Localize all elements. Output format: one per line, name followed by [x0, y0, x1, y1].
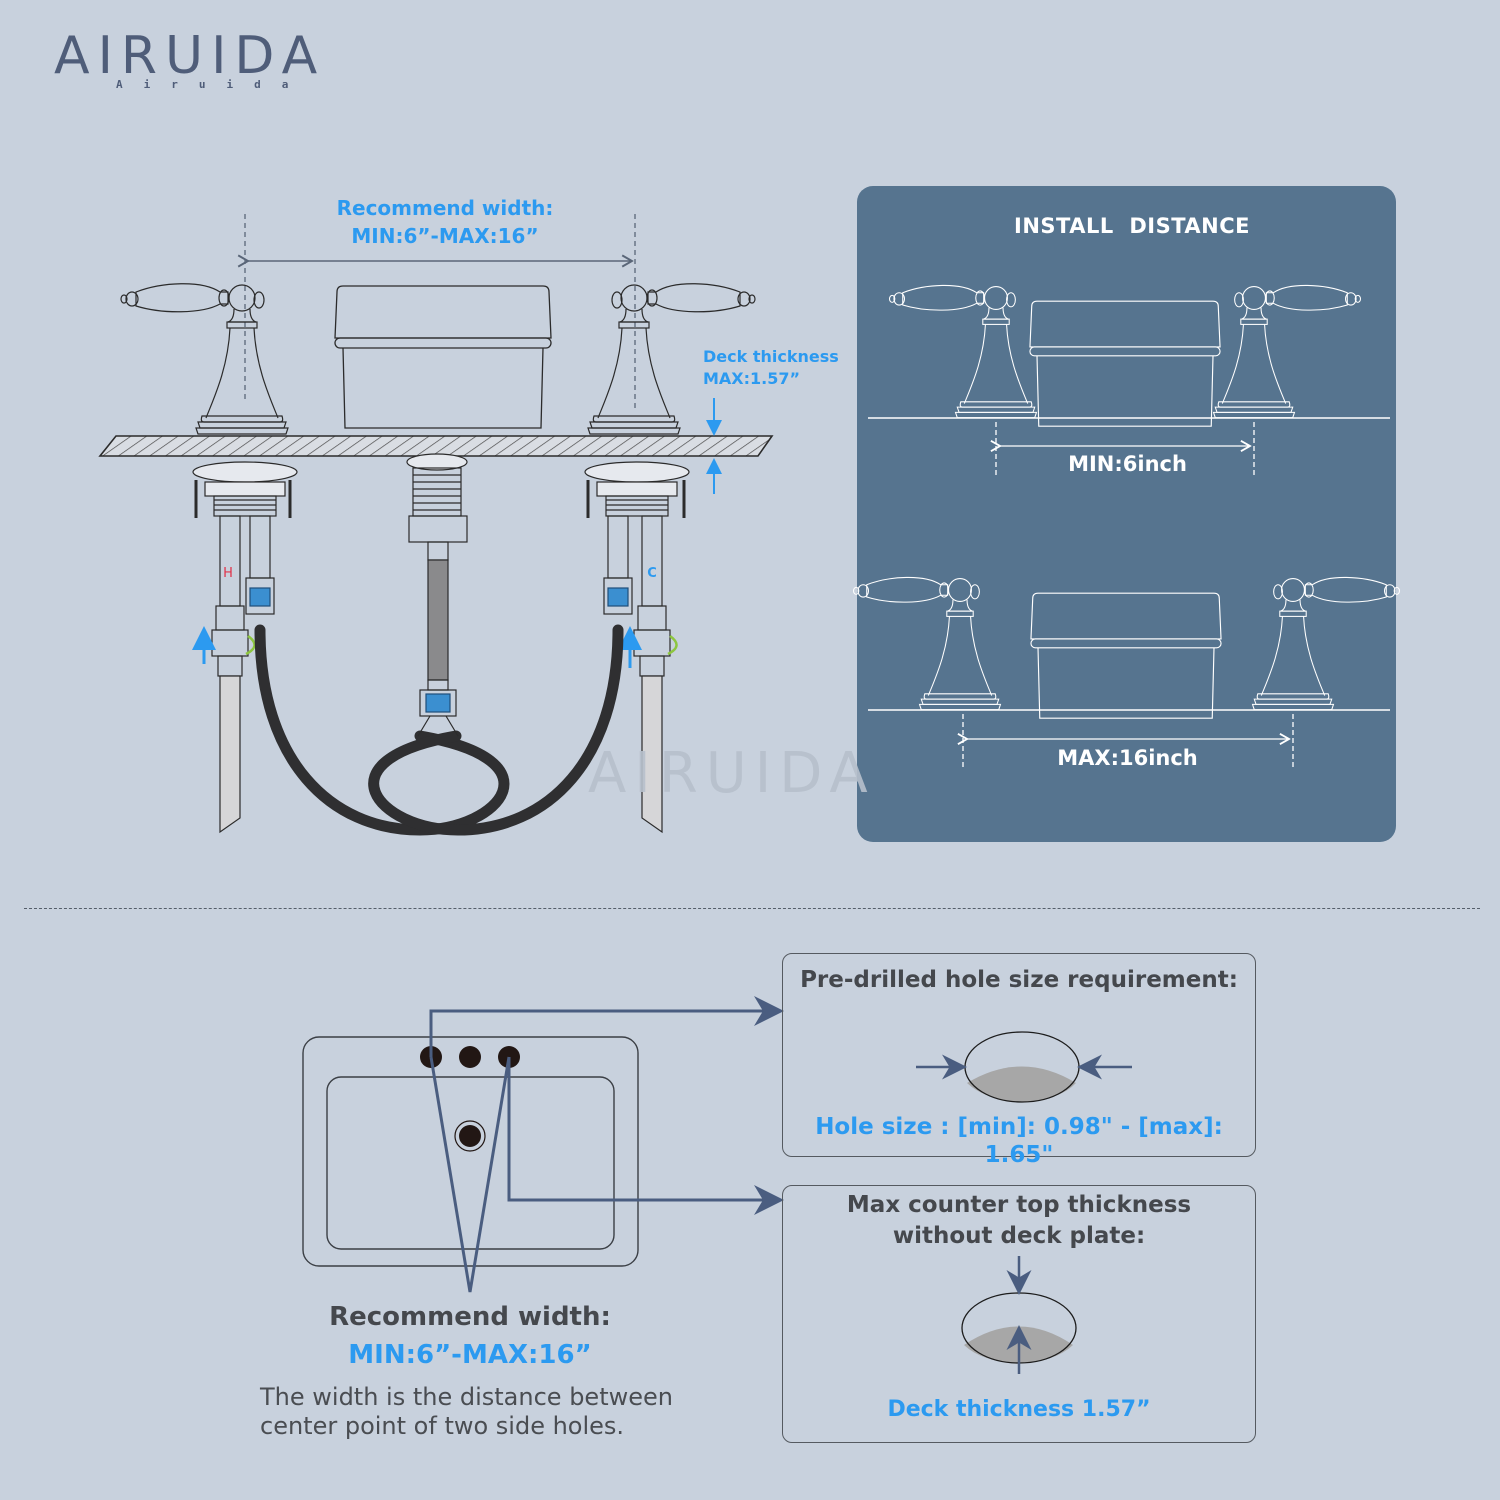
- center-hole: [459, 1046, 481, 1068]
- section-divider: [24, 908, 1480, 909]
- recommend-width-value: MIN:6”-MAX:16”: [351, 224, 539, 248]
- sink-diagram: [302, 996, 784, 1293]
- supply-hoses: [254, 624, 624, 836]
- hole-size-illustration: [916, 1031, 1132, 1103]
- deck-thickness-label: Deck thickness MAX:1.57”: [703, 346, 863, 390]
- hole-size-title: Pre-drilled hole size requirement:: [800, 967, 1238, 993]
- deck-thickness-box: [782, 1185, 1256, 1443]
- brand-logo: AIRUIDA Airuida: [54, 30, 384, 100]
- install-distance-drawings: [852, 284, 1401, 768]
- right-valve-body: [584, 461, 690, 834]
- brand-name: AIRUIDA: [54, 26, 326, 86]
- recommend-width-label: Recommend width: MIN:6”-MAX:16”: [300, 194, 590, 250]
- left-handle: [120, 283, 289, 435]
- deck-thickness-value-bottom: Deck thickness 1.57”: [887, 1397, 1151, 1422]
- center-spout-shank: [406, 453, 468, 717]
- width-description-line1: The width is the distance between: [260, 1383, 673, 1411]
- brand-subtitle: Airuida: [116, 78, 310, 91]
- sink-outer-rim: [302, 1036, 639, 1267]
- faucet-assembly-drawing: H: [98, 214, 774, 836]
- spout: [334, 285, 552, 429]
- deck-thickness-illustration: [961, 1256, 1077, 1374]
- deck-countertop: [98, 435, 774, 457]
- install-distance-title: INSTALL DISTANCE: [1014, 214, 1250, 238]
- deck-box-title-line1: Max counter top thickness: [846, 1192, 1192, 1218]
- deck-thickness-value: MAX:1.57”: [703, 369, 801, 388]
- watermark: AIRUIDA: [588, 741, 876, 806]
- deck-thickness-title: Deck thickness: [703, 347, 839, 366]
- deck-box-title: Max counter top thickness without deck p…: [782, 1190, 1256, 1252]
- sink-recommend-width-value: MIN:6”-MAX:16”: [348, 1340, 592, 1370]
- drain-hole: [459, 1125, 481, 1147]
- cold-label: C: [647, 566, 657, 581]
- drain-ring: [454, 1120, 486, 1152]
- hole-size-value: Hole size : [min]: 0.98" - [max]: 1.65": [815, 1114, 1223, 1168]
- left-valve-body: [192, 461, 298, 834]
- recommend-width-title: Recommend width:: [336, 196, 554, 220]
- width-description-line2: center point of two side holes.: [260, 1412, 625, 1440]
- min-distance-label: MIN:6inch: [1068, 452, 1187, 476]
- hole-size-box: [782, 953, 1256, 1157]
- install-distance-panel: [857, 186, 1396, 842]
- hot-label: H: [223, 566, 233, 581]
- sink-recommend-width-title: Recommend width:: [329, 1302, 611, 1332]
- deck-box-title-line2: without deck plate:: [892, 1223, 1146, 1249]
- sink-basin: [326, 1076, 615, 1250]
- max-distance-label: MAX:16inch: [1057, 746, 1198, 770]
- width-description: The width is the distance between center…: [260, 1383, 720, 1441]
